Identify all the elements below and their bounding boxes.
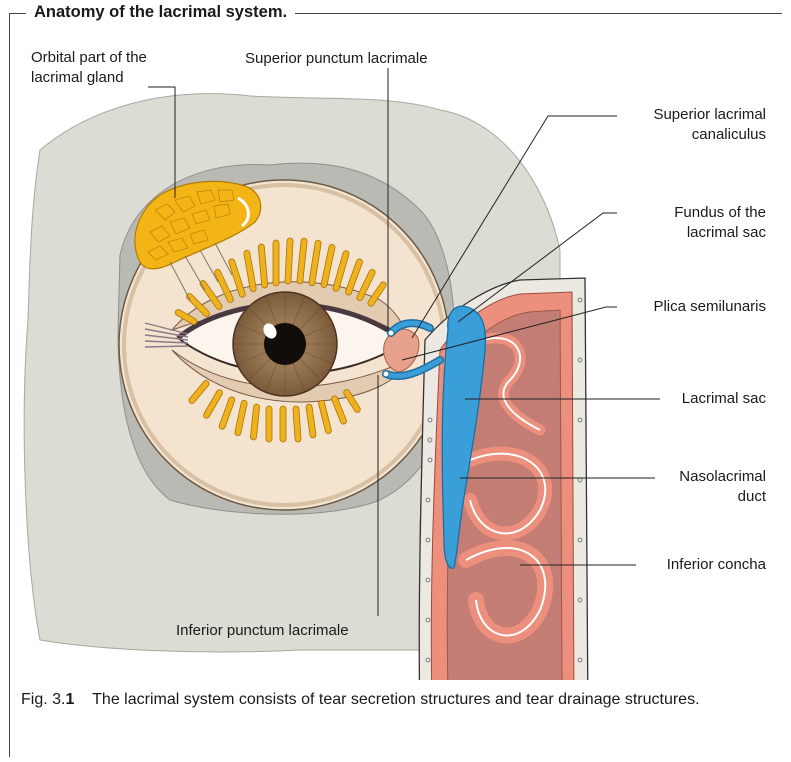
label-inferior-punctum: Inferior punctum lacrimale (176, 621, 349, 641)
label-orbital-gland-line2: lacrimal gland (31, 68, 147, 88)
lacrimal-illustration (0, 0, 791, 680)
label-superior-canaliculus-line2: canaliculus (653, 125, 766, 145)
label-superior-canaliculus-line1: Superior lacrimal (653, 105, 766, 125)
label-plica: Plica semilunaris (653, 297, 766, 317)
label-superior-canaliculus: Superior lacrimal canaliculus (653, 105, 766, 145)
caption-number: 1 (65, 691, 74, 708)
caption-text: The lacrimal system consists of tear sec… (92, 691, 699, 708)
label-nasolacrimal-line2: duct (679, 487, 766, 507)
label-nasolacrimal-line1: Nasolacrimal (679, 467, 766, 487)
label-superior-punctum: Superior punctum lacrimale (245, 49, 428, 69)
label-orbital-gland-line1: Orbital part of the (31, 48, 147, 68)
label-nasolacrimal-duct: Nasolacrimal duct (679, 467, 766, 507)
label-fundus: Fundus of the lacrimal sac (674, 203, 766, 243)
label-lacrimal-sac: Lacrimal sac (682, 389, 766, 409)
figure-caption: Fig. 3.1 The lacrimal system consists of… (21, 688, 781, 712)
label-fundus-line2: lacrimal sac (674, 223, 766, 243)
label-inferior-concha: Inferior concha (667, 555, 766, 575)
caption-prefix: Fig. 3. (21, 691, 65, 708)
label-orbital-gland: Orbital part of the lacrimal gland (31, 48, 147, 88)
label-fundus-line1: Fundus of the (674, 203, 766, 223)
